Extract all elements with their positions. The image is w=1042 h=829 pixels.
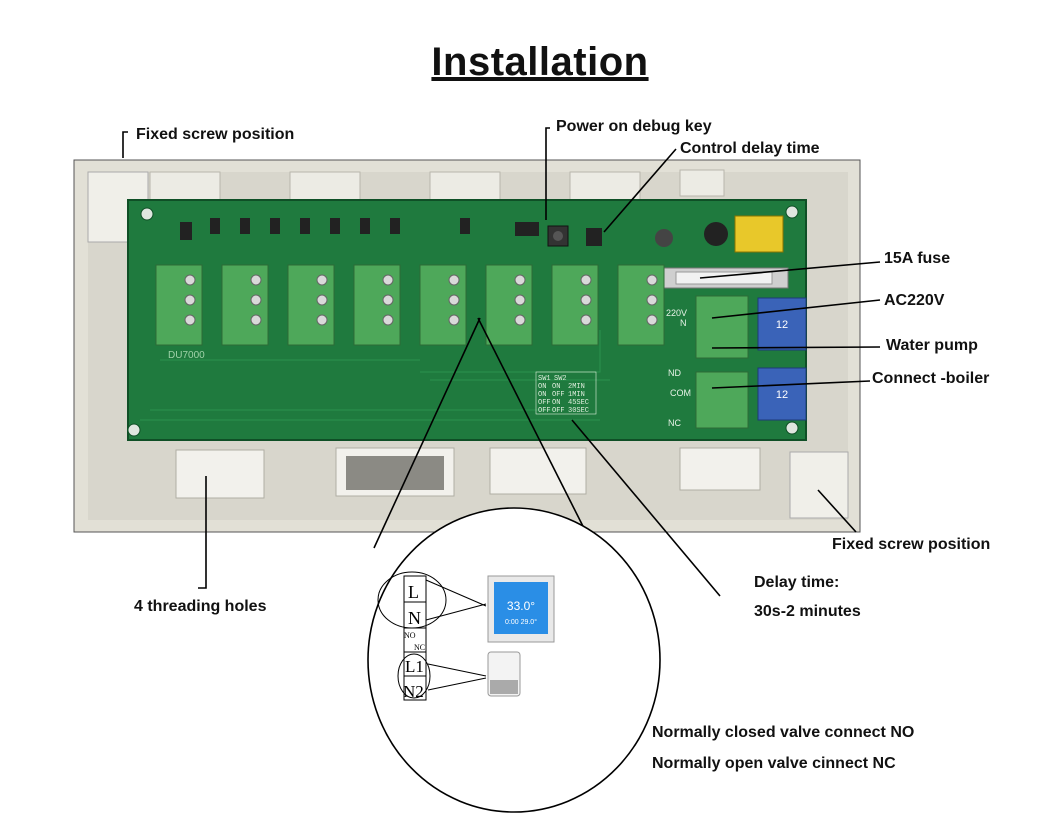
inset-terminal-strip	[403, 575, 427, 701]
leader-water-pump	[711, 346, 881, 349]
dip-table: SW1 SW2 ON ON 2MIN ON OFF 1MIN OFF ON 45…	[535, 371, 597, 415]
terminal-screws	[184, 274, 658, 326]
capacitor	[704, 222, 728, 246]
side-label-220v: 220V	[666, 308, 687, 318]
leader-screw-top	[122, 131, 128, 158]
label-fixed-screw-bottom: Fixed screw position	[832, 536, 991, 553]
leader-inset-left	[373, 317, 481, 549]
dip-row-2-c0: ON	[538, 391, 546, 399]
callout-thermostat	[425, 579, 487, 621]
callout-valve	[427, 663, 487, 691]
label-power-debug-key: Power on debug key	[556, 118, 712, 135]
thermostat-screen	[494, 582, 548, 634]
dip-row-1-c2: 2MIN	[568, 383, 585, 391]
dip-row-1-c0: ON	[538, 383, 546, 391]
label-no-valve-note: Normally open valve cinnect NC	[652, 755, 896, 772]
label-delay-range: 30s-2 minutes	[754, 603, 861, 620]
dip-row-3-c0: OFF	[538, 399, 551, 407]
dip-row-4-c2: 30SEC	[568, 407, 589, 415]
inset-label-nc: NC	[414, 643, 425, 652]
leader-debug-key	[545, 127, 550, 220]
label-fixed-screw-top: Fixed screw position	[136, 126, 295, 143]
leader-boiler	[711, 380, 871, 389]
page-title: Installation	[431, 40, 649, 84]
thermostat-sub: 0:00 29.0°	[505, 618, 537, 626]
pcb-traces	[140, 330, 610, 421]
label-threading-holes: 4 threading holes	[134, 598, 267, 615]
leader-inset-right	[477, 317, 601, 561]
pcb-components	[180, 218, 539, 240]
dip-row-0-c1: SW2	[554, 375, 567, 383]
inset-label-l1: L1	[405, 657, 424, 676]
dip-row-1-c1: ON	[552, 383, 560, 391]
inset-label-no: NO	[404, 631, 416, 640]
enclosure-top-ribs	[149, 169, 725, 203]
leader-lines	[122, 127, 881, 597]
leader-ac220v	[711, 299, 881, 319]
inset-label-l: L	[408, 582, 419, 602]
leader-delay-dip	[603, 148, 677, 233]
dip-row-2-c1: OFF	[552, 391, 565, 399]
side-label-nd: ND	[668, 368, 681, 378]
thermostat-temp: 33.0°	[507, 599, 535, 613]
leader-fuse	[699, 261, 881, 279]
side-label-n: N	[680, 318, 687, 328]
label-water-pump: Water pump	[886, 337, 978, 354]
relay-rating-1: 12	[776, 319, 788, 331]
leader-delay-time	[571, 419, 721, 597]
label-connect-boiler: Connect -boiler	[872, 370, 990, 387]
dip-row-3-c1: ON	[552, 399, 560, 407]
transformer	[734, 215, 784, 253]
dip-row-3-c2: 45SEC	[568, 399, 589, 407]
label-fuse: 15A fuse	[884, 250, 951, 267]
label-ac220v: AC220V	[884, 292, 945, 309]
side-label-nc: NC	[668, 418, 681, 428]
leader-threading	[198, 476, 207, 589]
dip-row-0-c0: SW1	[538, 375, 551, 383]
pcb-mounting-holes	[127, 205, 799, 437]
side-terminal-labels: 220V N ND COM NC	[666, 308, 691, 428]
dip-row-4-c0: OFF	[538, 407, 551, 415]
label-delay-time: Delay time:	[754, 574, 840, 591]
screw-post-bottom-right	[789, 451, 849, 519]
inset-label-n: N	[408, 608, 421, 628]
terminal-blocks	[155, 264, 665, 346]
side-label-com: COM	[670, 388, 691, 398]
board-model: DU7000	[168, 350, 205, 361]
dip-row-4-c1: OFF	[552, 407, 565, 415]
label-nc-valve-note: Normally closed valve connect NO	[652, 724, 915, 741]
label-control-delay-time: Control delay time	[680, 140, 820, 157]
dip-row-2-c2: 1MIN	[568, 391, 585, 399]
relay-rating-2: 12	[776, 389, 788, 401]
dip-switch	[586, 228, 602, 246]
relays	[757, 297, 807, 421]
leader-screw-bottom	[817, 489, 857, 533]
